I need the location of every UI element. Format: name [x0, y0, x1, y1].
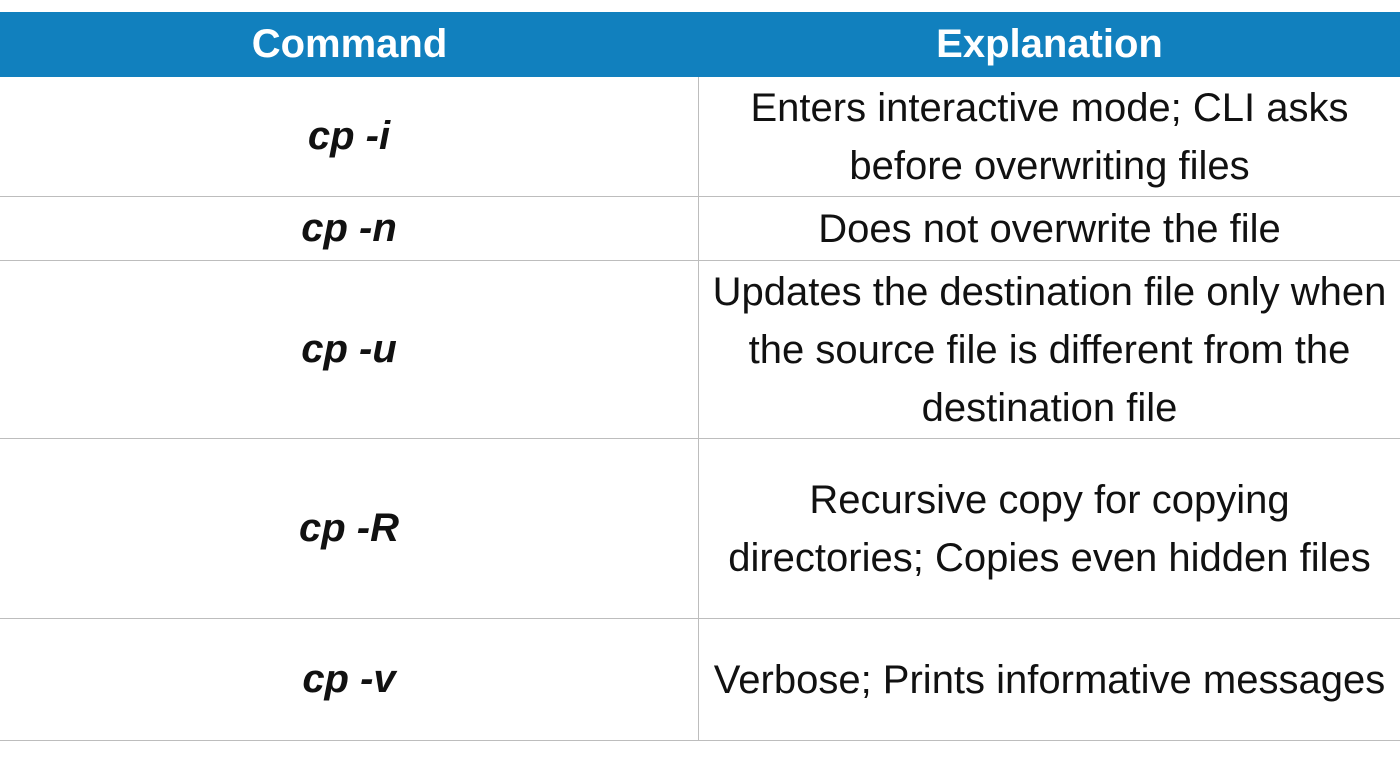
command-cell: cp -u — [0, 261, 699, 439]
command-cell: cp -i — [0, 77, 699, 197]
header-command: Command — [0, 12, 699, 77]
cp-options-table: Command Explanation cp -i Enters interac… — [0, 12, 1400, 741]
explanation-cell: Does not overwrite the file — [699, 197, 1400, 261]
explanation-cell: Recursive copy for copying directories; … — [699, 439, 1400, 619]
explanation-cell: Enters interactive mode; CLI asks before… — [699, 77, 1400, 197]
command-cell: cp -R — [0, 439, 699, 619]
explanation-cell: Updates the destination file only when t… — [699, 261, 1400, 439]
explanation-cell: Verbose; Prints informative messages — [699, 619, 1400, 741]
header-explanation: Explanation — [699, 12, 1400, 77]
command-cell: cp -v — [0, 619, 699, 741]
command-cell: cp -n — [0, 197, 699, 261]
